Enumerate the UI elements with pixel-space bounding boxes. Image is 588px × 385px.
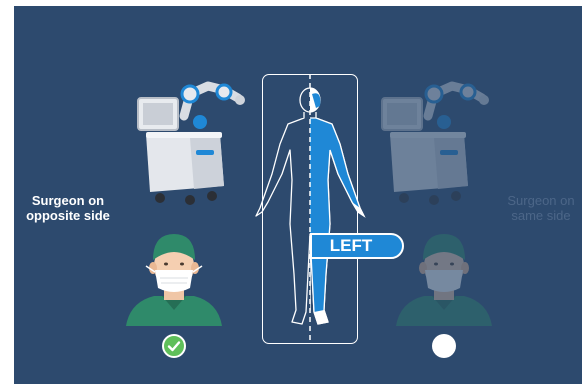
robot-cart-same-image bbox=[376, 76, 492, 226]
surgeon-position-screen: Surgeon on opposite side Surgeon on same… bbox=[14, 6, 582, 384]
surgeon-opposite-avatar[interactable] bbox=[124, 226, 224, 326]
robot-cart-opposite-image bbox=[132, 76, 248, 226]
patient-side-left-badge[interactable]: LEFT bbox=[310, 233, 404, 259]
surgeon-same-avatar[interactable] bbox=[394, 226, 494, 326]
surgeon-same-radio[interactable] bbox=[432, 334, 456, 358]
patient-figure bbox=[250, 84, 370, 334]
check-icon bbox=[164, 336, 184, 356]
surgeon-same-side-label[interactable]: Surgeon on same side bbox=[496, 193, 582, 223]
surgeon-opposite-radio[interactable] bbox=[162, 334, 186, 358]
surgeon-opposite-side-label[interactable]: Surgeon on opposite side bbox=[18, 193, 118, 223]
